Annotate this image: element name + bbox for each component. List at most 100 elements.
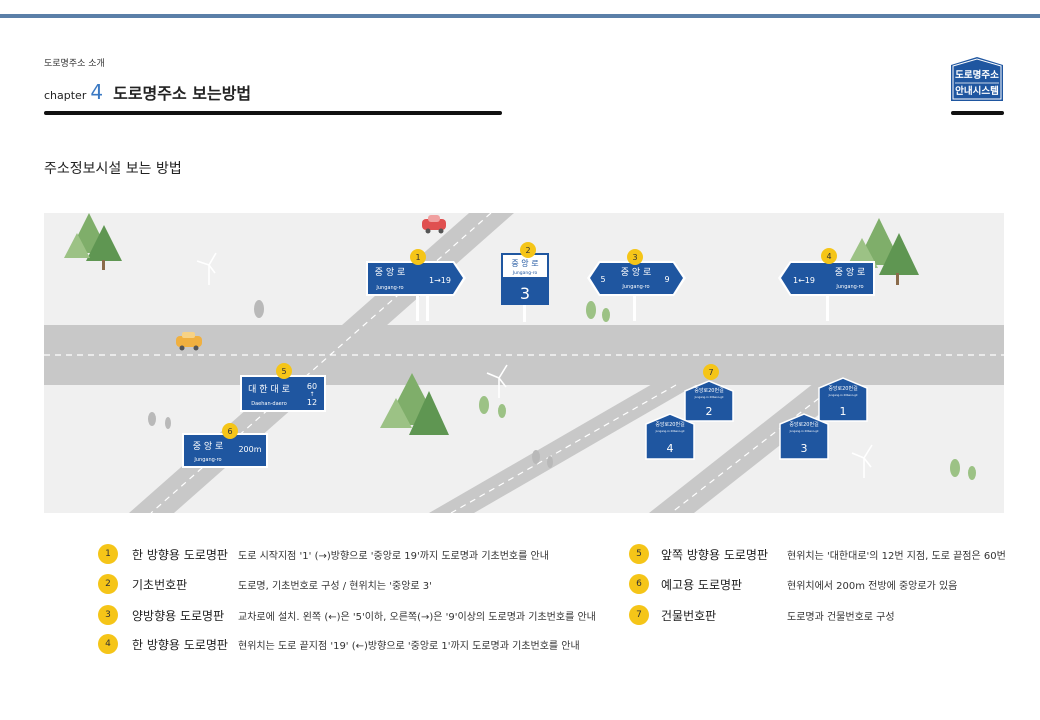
sign-one-direction-end: 1←19 중 앙 로 Jungang-ro: [778, 261, 875, 321]
tree-cluster-center: [380, 373, 449, 435]
plate-roman: Jungang-ro 20beon-gil: [694, 395, 724, 399]
wind-turbine-right: [851, 444, 873, 478]
legend-name: 양방향용 도로명판: [132, 608, 225, 623]
taxi-icon: [176, 332, 202, 351]
svg-text:7: 7: [708, 368, 713, 377]
svg-text:1: 1: [415, 253, 420, 262]
sign5-current: 12: [307, 398, 317, 407]
sign2-road-name: 중 앙 로: [511, 258, 538, 268]
legend-item: 7 건물번호판 도로명과 건물번호로 구성: [629, 605, 895, 625]
legend-desc: 도로명, 기초번호로 구성 / 현위치는 '중앙로 3': [238, 580, 432, 592]
sign-preview: 중 앙 로 Jungang-ro 200m: [182, 433, 268, 468]
marker-7: 7: [703, 364, 719, 380]
marker-6: 6: [222, 423, 238, 439]
svg-text:5: 5: [281, 367, 286, 376]
sign1-roman: Jungang-ro: [375, 285, 403, 291]
legend-item: 6 예고용 도로명판 현위치에서 200m 전방에 중앙로가 있음: [629, 574, 957, 594]
plate-number: 4: [667, 442, 674, 455]
chapter-label: chapter: [44, 89, 87, 102]
legend-item: 5 앞쪽 방향용 도로명판 현위치는 '대한대로'의 12번 지점, 도로 끝점…: [629, 544, 1006, 564]
plate-roman: Jungang-ro 20beon-gil: [655, 429, 685, 433]
legend-name: 한 방향용 도로명판: [132, 547, 228, 562]
plate-address: 중앙로20번길: [694, 387, 724, 394]
sign3-left: 5: [600, 275, 605, 284]
building-plate: 중앙로20번길 Jungang-ro 20beon-gil 2: [684, 380, 734, 422]
legend-desc: 현위치는 '대한대로'의 12번 지점, 도로 끝점은 60번: [787, 550, 1006, 562]
title-underline: [44, 111, 502, 115]
legend-desc: 교차로에 설치. 왼쪽 (←)은 '5'이하, 오른쪽(→)은 '9'이상의 도…: [238, 611, 596, 623]
tree-cluster-topleft: [64, 213, 122, 270]
car-icon: [422, 215, 446, 234]
building-plate: 중앙로20번길 Jungang-ro 20beon-gil 1: [818, 377, 868, 422]
legend-number: 5: [629, 544, 649, 564]
sign5-road-name: 대 한 대 로: [248, 384, 290, 395]
sign4-road-name: 중 앙 로: [835, 266, 866, 278]
svg-text:3: 3: [632, 253, 637, 262]
plate-roman: Jungang-ro 20beon-gil: [789, 429, 819, 433]
service-logo: 도로명주소 안내시스템: [951, 57, 1003, 101]
plate-address: 중앙로20번길: [828, 385, 858, 392]
up-arrow-icon: ↑: [309, 391, 314, 398]
legend-desc: 도로 시작지점 '1' (→)방향으로 '중앙로 19'까지 도로명과 기초번호…: [238, 550, 549, 562]
legend-number: 1: [98, 544, 118, 564]
plate-address: 중앙로20번길: [789, 421, 819, 428]
chapter-heading: chapter 4 도로명주소 보는방법: [44, 80, 251, 104]
sign-basic-number: 중 앙 로 Jungang-ro 3: [501, 253, 549, 322]
sign3-right: 9: [664, 275, 669, 284]
sign1-road-name: 중 앙 로: [375, 266, 406, 278]
marker-5: 5: [276, 363, 292, 379]
svg-text:2: 2: [525, 246, 530, 255]
marker-1: 1: [410, 249, 426, 265]
breadcrumb: 도로명주소 소개: [44, 59, 105, 69]
legend-number: 2: [98, 574, 118, 594]
sign5-roman: Daehan-daero: [251, 401, 287, 407]
legend-desc: 현위치에서 200m 전방에 중앙로가 있음: [787, 580, 958, 592]
marker-4: 4: [821, 248, 837, 264]
legend-number: 7: [629, 605, 649, 625]
marker-2: 2: [520, 242, 536, 258]
legend-desc: 도로명과 건물번호로 구성: [787, 611, 895, 623]
legend-name: 예고용 도로명판: [661, 577, 743, 592]
plate-number: 3: [801, 442, 808, 455]
sign2-roman: Jungang-ro: [512, 270, 538, 276]
legend-item: 3 양방향용 도로명판 교차로에 설치. 왼쪽 (←)은 '5'이하, 오른쪽(…: [98, 605, 596, 625]
logo-line2: 안내시스템: [955, 85, 999, 97]
logo-line1: 도로명주소: [955, 69, 999, 81]
svg-text:4: 4: [826, 252, 831, 261]
building-plate: 중앙로20번길 Jungang-ro 20beon-gil 4: [645, 413, 695, 460]
page-title: 도로명주소 보는방법: [113, 84, 252, 103]
plate-number: 1: [840, 405, 847, 418]
legend-name: 앞쪽 방향용 도로명판: [661, 547, 768, 562]
legend-number: 3: [98, 605, 118, 625]
sign4-roman: Jungang-ro: [835, 284, 863, 290]
sign4-range: 1←19: [793, 276, 815, 285]
top-accent-bar: [0, 14, 1040, 18]
legend-desc: 현위치는 도로 끝지점 '19' (←)방향으로 '중앙로 1'까지 도로명과 …: [238, 640, 580, 652]
legend-name: 기초번호판: [132, 577, 188, 592]
wind-turbine-left: [196, 252, 217, 285]
diagonal-road-mid: [429, 383, 699, 513]
sign5-end: 60: [307, 382, 317, 391]
sign2-number: 3: [520, 284, 530, 303]
marker-3: 3: [627, 249, 643, 265]
sign6-distance: 200m: [238, 445, 261, 454]
sign-one-direction-start: 중 앙 로 Jungang-ro 1→19: [366, 261, 466, 321]
chapter-number: 4: [90, 80, 104, 104]
sign3-roman: Jungang-ro: [621, 284, 649, 290]
svg-text:6: 6: [227, 427, 232, 436]
section-title: 주소정보시설 보는 방법: [44, 161, 182, 177]
legend-number: 6: [629, 574, 649, 594]
road-illustration: 중 앙 로 Jungang-ro 1→19 중 앙 로 Jungang-ro 3…: [44, 213, 1004, 513]
legend-item: 4 한 방향용 도로명판 현위치는 도로 끝지점 '19' (←)방향으로 '중…: [98, 634, 580, 654]
sign3-road-name: 중 앙 로: [621, 266, 652, 278]
sign-two-direction: 중 앙 로 Jungang-ro 5 9: [587, 261, 686, 321]
sign1-range: 1→19: [429, 276, 451, 285]
sign6-roman: Jungang-ro: [193, 457, 221, 463]
sign6-road-name: 중 앙 로: [193, 440, 224, 452]
legend-name: 한 방향용 도로명판: [132, 637, 228, 652]
legend-name: 건물번호판: [661, 608, 717, 623]
legend-item: 1 한 방향용 도로명판 도로 시작지점 '1' (→)방향으로 '중앙로 19…: [98, 544, 549, 564]
plate-address: 중앙로20번길: [655, 421, 685, 428]
building-plate: 중앙로20번길 Jungang-ro 20beon-gil 3: [779, 413, 829, 460]
wind-turbine-center: [486, 364, 508, 398]
